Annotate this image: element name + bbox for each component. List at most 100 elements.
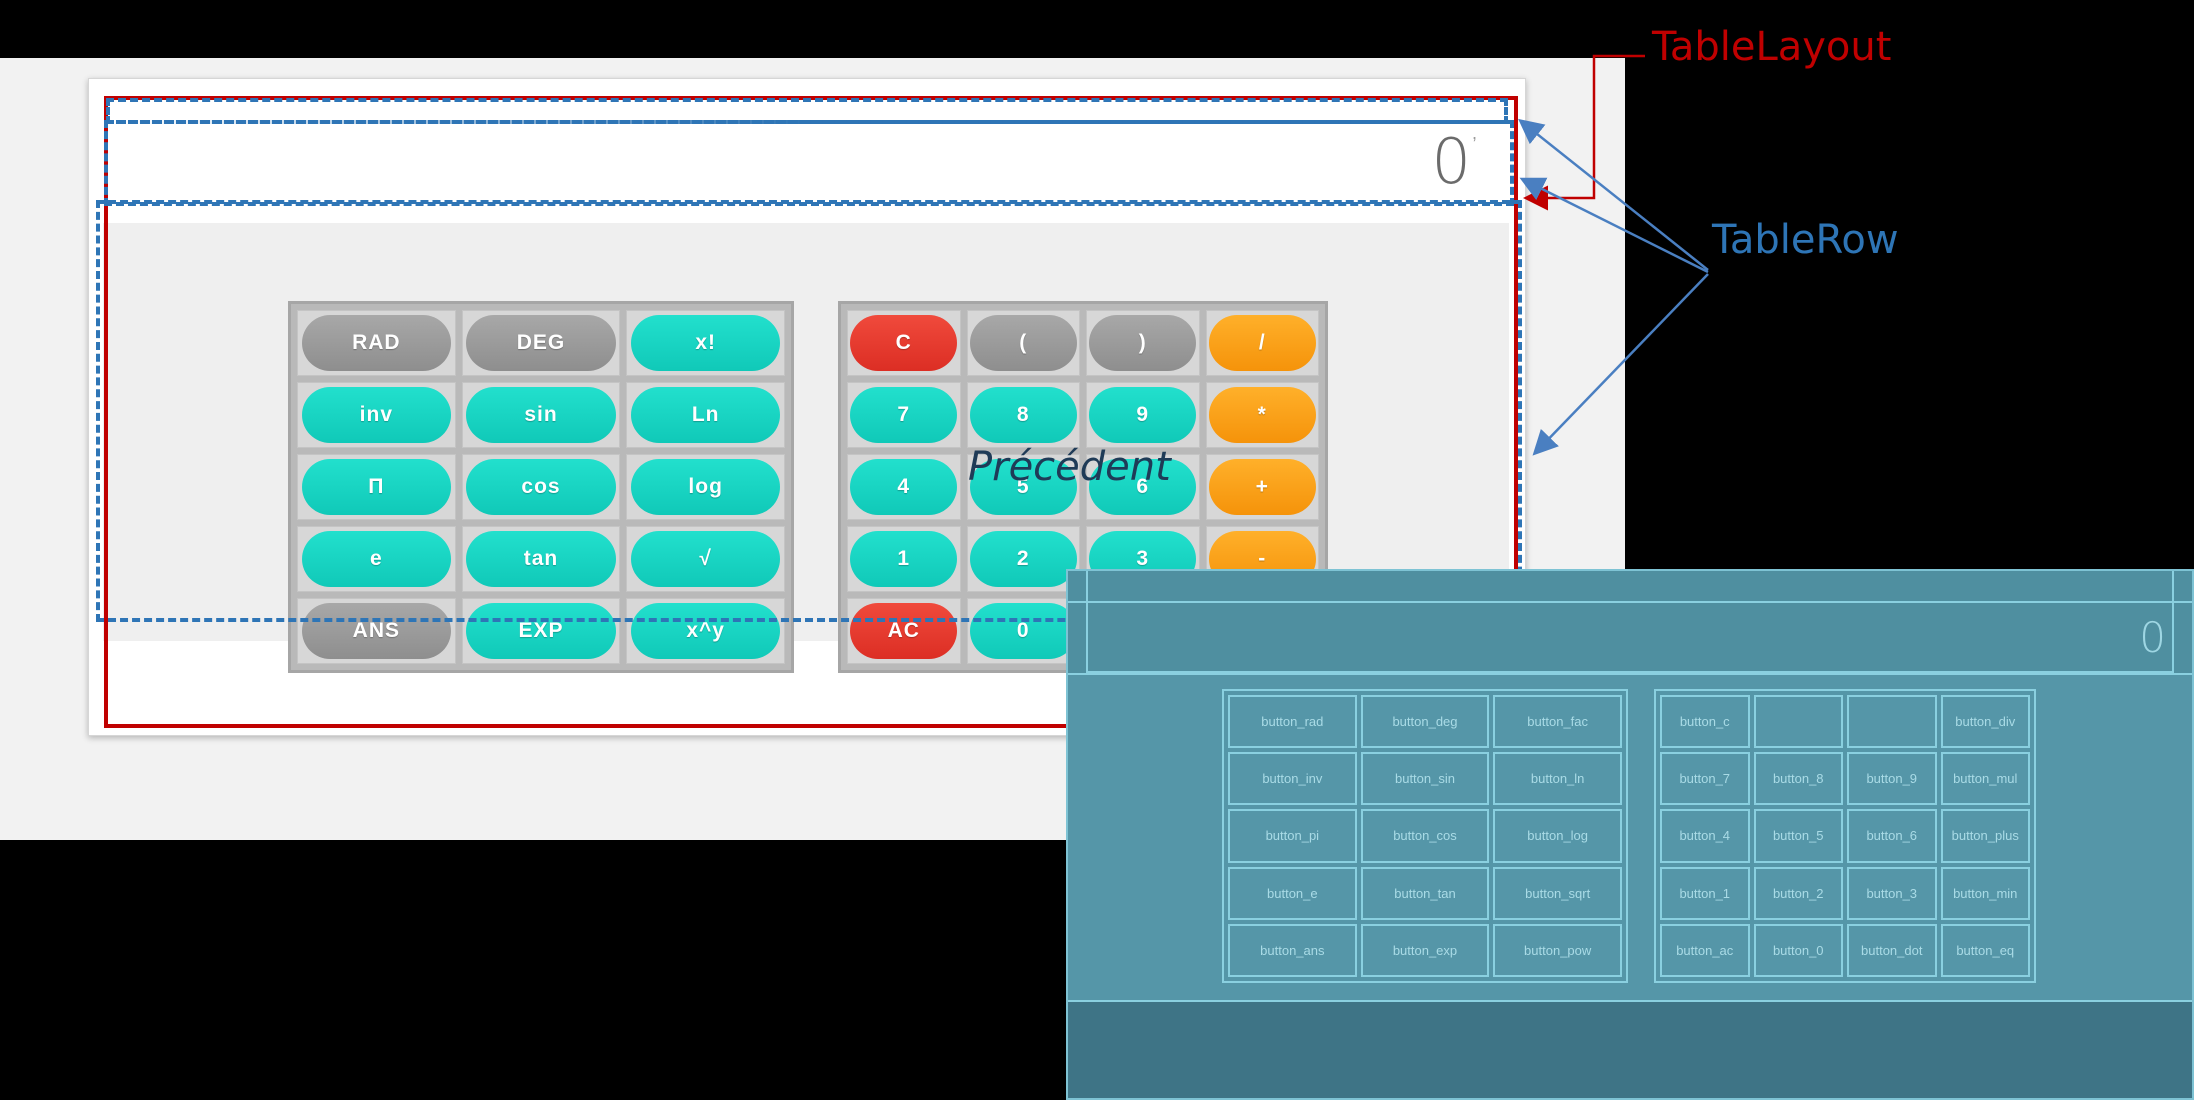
scientific-key-4[interactable]: sin — [466, 387, 616, 443]
scientific-key-8[interactable]: log — [631, 459, 781, 515]
table-row-arrow-2 — [1519, 177, 1709, 274]
scientific-cell: log — [626, 454, 785, 520]
table-row-arrow-1 — [1518, 118, 1709, 271]
blueprint-button-outline — [1753, 695, 1843, 749]
blueprint-button-outline: button_div — [1940, 695, 2030, 749]
blueprint-button-outline: button_inv — [1228, 752, 1357, 806]
numeric-cell: 8 — [966, 382, 1080, 448]
blueprint-button-outline: button_dot — [1847, 923, 1937, 977]
numeric-key-9[interactable]: 5 — [969, 459, 1077, 515]
numeric-cell: 9 — [1086, 382, 1200, 448]
numeric-key-5[interactable]: 8 — [969, 387, 1077, 443]
blueprint-button-outline: button_tan — [1360, 866, 1490, 920]
blueprint-button-outline: button_3 — [1847, 866, 1937, 920]
numeric-cell: 2 — [966, 526, 1080, 592]
blueprint-button-outline: button_ln — [1493, 752, 1622, 806]
scientific-key-14[interactable]: x^y — [631, 603, 781, 659]
numeric-cell: ( — [966, 310, 1080, 376]
table-layout-label: TableLayout — [1652, 24, 1892, 70]
blueprint-button-outline: button_pi — [1228, 809, 1357, 863]
numeric-key-13[interactable]: 2 — [969, 531, 1077, 587]
scientific-key-0[interactable]: RAD — [301, 315, 451, 371]
blueprint-button-outline: button_min — [1940, 866, 2030, 920]
numeric-cell: * — [1205, 382, 1319, 448]
numeric-key-1[interactable]: ( — [969, 315, 1077, 371]
numeric-key-2[interactable]: ) — [1089, 315, 1197, 371]
numeric-key-12[interactable]: 1 — [850, 531, 958, 587]
scientific-key-7[interactable]: cos — [466, 459, 616, 515]
scientific-key-11[interactable]: √ — [631, 531, 781, 587]
numeric-key-6[interactable]: 9 — [1089, 387, 1197, 443]
blueprint-button-outline: button_eq — [1940, 923, 2030, 977]
numeric-key-10[interactable]: 6 — [1089, 459, 1197, 515]
numeric-key-7[interactable]: * — [1208, 387, 1316, 443]
blueprint-button-outline: button_9 — [1847, 752, 1937, 806]
scientific-cell: e — [297, 526, 456, 592]
scientific-cell: Ln — [626, 382, 785, 448]
scientific-key-13[interactable]: EXP — [466, 603, 616, 659]
table-row-outline-keypad — [96, 200, 1522, 622]
numeric-cell: + — [1205, 454, 1319, 520]
scientific-key-12[interactable]: ANS — [301, 603, 451, 659]
blueprint-button-outline: button_c — [1660, 695, 1750, 749]
blueprint-button-outline: button_ac — [1660, 923, 1750, 977]
table-row-label: TableRow — [1712, 217, 1899, 263]
scientific-cell: x^y — [626, 598, 785, 664]
blueprint-button-outline: button_6 — [1847, 809, 1937, 863]
scientific-key-2[interactable]: x! — [631, 315, 781, 371]
scientific-cell: Π — [297, 454, 456, 520]
numeric-cell: 0 — [966, 598, 1080, 664]
numeric-key-4[interactable]: 7 — [850, 387, 958, 443]
scientific-cell: EXP — [461, 598, 621, 664]
numeric-key-8[interactable]: 4 — [850, 459, 958, 515]
numeric-key-16[interactable]: AC — [850, 603, 958, 659]
blueprint-bottom-area — [1068, 1002, 2192, 1098]
numeric-cell: 6 — [1086, 454, 1200, 520]
numeric-cell: / — [1205, 310, 1319, 376]
scientific-cell: RAD — [297, 310, 456, 376]
numeric-key-0[interactable]: C — [850, 315, 958, 371]
numeric-cell: AC — [847, 598, 961, 664]
table-layout-leader — [1523, 54, 1645, 211]
numeric-cell: ) — [1086, 310, 1200, 376]
scientific-cell: inv — [297, 382, 456, 448]
blueprint-button-outline: button_fac — [1493, 695, 1622, 749]
numeric-cell: 5 — [966, 454, 1080, 520]
blueprint-button-outline: button_2 — [1753, 866, 1843, 920]
numeric-cell: 4 — [847, 454, 961, 520]
numeric-key-11[interactable]: + — [1208, 459, 1316, 515]
blueprint-button-outline: button_5 — [1753, 809, 1843, 863]
scientific-key-6[interactable]: Π — [301, 459, 451, 515]
scientific-key-10[interactable]: tan — [466, 531, 616, 587]
blueprint-left-edge — [1086, 571, 1088, 671]
blueprint-display-row: 0 — [1086, 601, 2174, 673]
numeric-key-17[interactable]: 0 — [969, 603, 1077, 659]
scientific-key-3[interactable]: inv — [301, 387, 451, 443]
scientific-cell: √ — [626, 526, 785, 592]
scientific-key-9[interactable]: e — [301, 531, 451, 587]
display-tick-mark: , — [1471, 123, 1477, 143]
display-row: , 0 — [107, 123, 1507, 215]
blueprint-button-outline: button_exp — [1360, 923, 1490, 977]
numeric-keypad: C()/789*456+123-AC0.= — [838, 301, 1328, 673]
blueprint-button-outline: button_4 — [1660, 809, 1750, 863]
numeric-key-3[interactable]: / — [1208, 315, 1316, 371]
scientific-cell: ANS — [297, 598, 456, 664]
blueprint-button-outline: button_e — [1228, 866, 1357, 920]
scientific-key-5[interactable]: Ln — [631, 387, 781, 443]
scientific-cell: DEG — [461, 310, 621, 376]
scientific-key-1[interactable]: DEG — [466, 315, 616, 371]
numeric-cell: C — [847, 310, 961, 376]
blueprint-top-row — [1068, 571, 2192, 603]
blueprint-button-outline: button_8 — [1753, 752, 1843, 806]
blueprint-button-outline: button_mul — [1940, 752, 2030, 806]
blueprint-button-outline: button_7 — [1660, 752, 1750, 806]
table-row-arrow-3 — [1532, 273, 1709, 456]
blueprint-button-outline: button_pow — [1493, 923, 1622, 977]
blueprint-button-outline: button_deg — [1360, 695, 1490, 749]
scientific-cell: x! — [626, 310, 785, 376]
